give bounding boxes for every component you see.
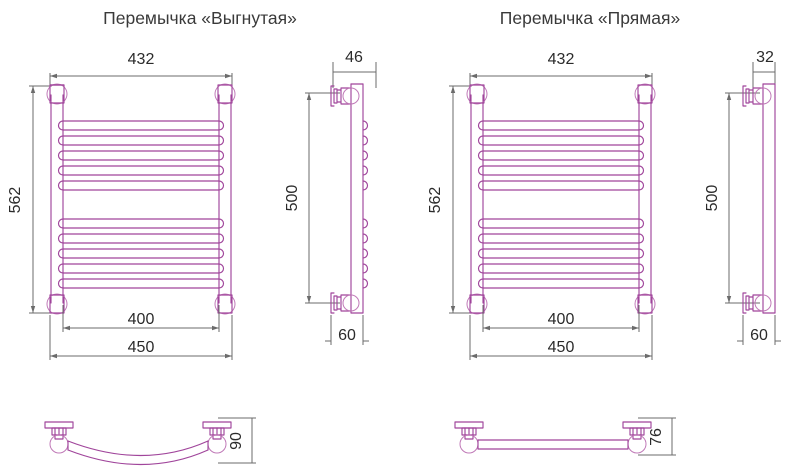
side-view-straight [742,83,776,314]
side-view-curved [330,83,369,314]
dim-432-curved [49,73,233,88]
dim-76-straight [638,417,676,456]
top-view-straight [454,421,652,454]
dim-562-curved [29,85,52,314]
dim-450-curved [49,315,233,360]
dim-400-curved [62,305,220,332]
dim-label-562-curved: 562 [7,187,24,214]
dim-60-curved [325,315,369,345]
title-curved: Перемычка «Выгнутая» [103,8,297,28]
dim-432-straight [469,73,653,88]
dim-400-straight [482,305,640,332]
dim-label-450-straight: 450 [548,339,575,356]
front-view-straight [466,83,656,315]
dim-label-562-straight: 562 [427,187,444,214]
title-straight: Перемычка «Прямая» [500,8,681,28]
dim-label-500-straight: 500 [704,185,721,212]
rungs-top-straight [477,120,645,191]
dim-46-curved [332,62,377,88]
dim-label-46-curved: 46 [345,49,363,66]
dim-562-straight [449,85,472,314]
top-view-curved [44,421,232,465]
side-rungs-top-curved [362,120,369,191]
rungs-bottom-curved [57,218,225,289]
dim-label-76-straight: 76 [648,428,665,446]
dim-label-60-curved: 60 [338,327,356,344]
dim-label-500-curved: 500 [284,185,301,212]
rungs-bottom-straight [477,218,645,289]
view-straight: Перемычка «Прямая» 432 562 [427,8,781,456]
dim-label-450-curved: 450 [128,339,155,356]
dim-500-curved [305,92,340,304]
side-rungs-bottom-curved [362,218,369,289]
dim-label-432-straight: 432 [548,51,575,68]
dim-450-straight [469,315,653,360]
dim-label-400-straight: 400 [548,311,575,328]
dim-label-432-curved: 432 [128,51,155,68]
view-curved: Перемычка «Выгнутая» 432 562 [7,8,377,465]
rungs-top-curved [57,120,225,191]
front-view-curved [46,83,236,315]
dim-label-90-curved: 90 [228,432,245,450]
dim-label-400-curved: 400 [128,311,155,328]
dim-60-straight [737,315,781,345]
dim-label-32-straight: 32 [756,49,774,66]
dim-500-straight [725,92,760,304]
dim-label-60-straight: 60 [750,327,768,344]
dim-90-curved [218,417,256,464]
